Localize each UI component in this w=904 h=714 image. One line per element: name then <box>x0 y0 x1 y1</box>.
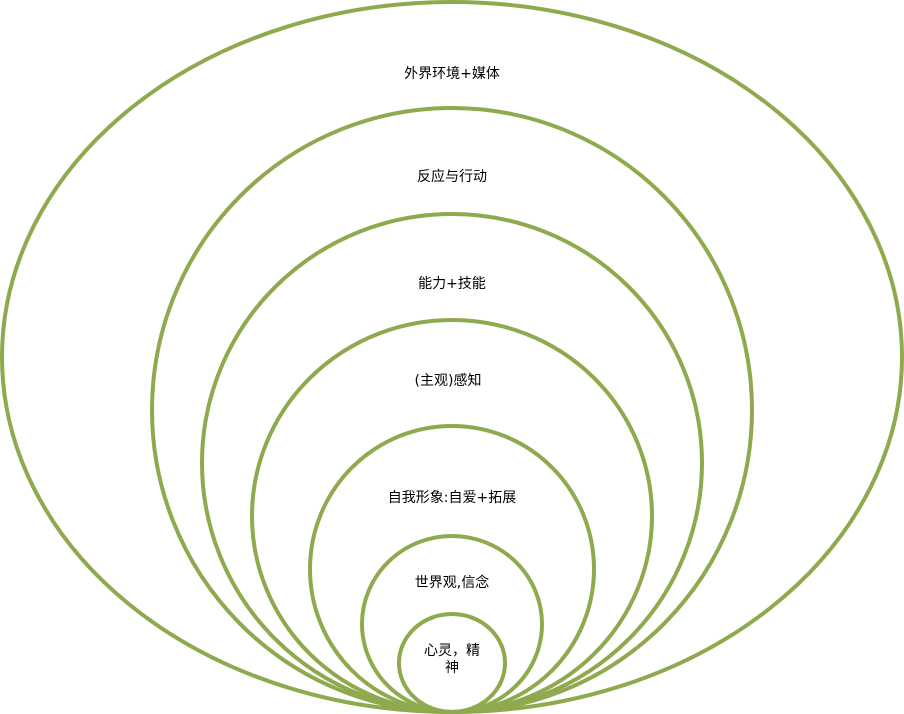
ring-spirit <box>397 612 507 714</box>
ring-label-spirit-line1: 心灵，精 <box>424 643 480 659</box>
ring-label-worldview: 世界观,信念 <box>415 574 489 591</box>
ring-label-perception: (主观)感知 <box>415 372 482 389</box>
ring-worldview <box>360 534 544 714</box>
ring-label-reaction: 反应与行动 <box>417 168 487 185</box>
ring-label-environment: 外界环境+媒体 <box>404 66 500 82</box>
ring-label-ability: 能力+技能 <box>418 276 486 292</box>
ring-reaction-action <box>150 106 754 714</box>
ring-label-spirit-line2: 神 <box>445 660 459 676</box>
ring-label-self-image: 自我形象:自爱+拓展 <box>388 490 516 506</box>
